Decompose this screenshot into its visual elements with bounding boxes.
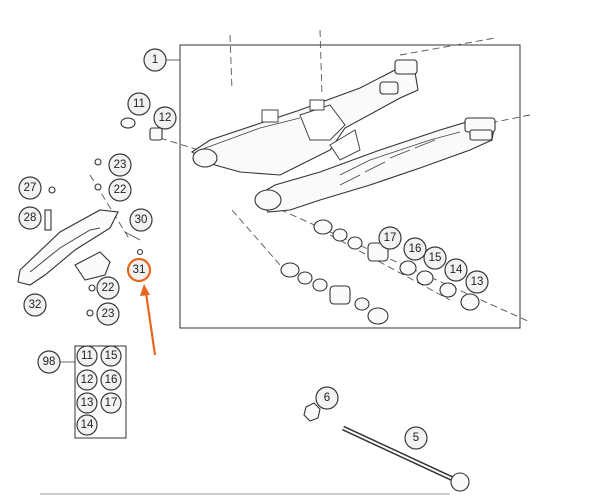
svg-text:17: 17 <box>384 232 397 244</box>
callout-30: 30 <box>129 208 153 232</box>
svg-text:22: 22 <box>114 184 127 196</box>
svg-text:31: 31 <box>133 264 146 276</box>
svg-text:28: 28 <box>24 212 37 224</box>
kit-item-15: 15 <box>100 345 122 367</box>
callout-22-top: 22 <box>108 178 132 202</box>
callout-27: 27 <box>18 176 42 200</box>
svg-text:15: 15 <box>429 252 442 264</box>
svg-text:30: 30 <box>135 214 148 226</box>
svg-text:6: 6 <box>324 392 330 404</box>
svg-text:1: 1 <box>152 54 158 66</box>
svg-text:16: 16 <box>409 243 422 255</box>
svg-text:22: 22 <box>102 282 115 294</box>
swingarm-group-frame <box>179 44 521 329</box>
callout-17: 17 <box>378 226 402 250</box>
kit-item-12: 12 <box>76 369 98 391</box>
callout-23-bottom: 23 <box>96 302 120 326</box>
svg-text:11: 11 <box>81 350 93 362</box>
highlight-arrow <box>140 284 157 356</box>
svg-text:16: 16 <box>105 374 118 386</box>
svg-text:27: 27 <box>24 182 37 194</box>
svg-text:14: 14 <box>81 419 94 431</box>
svg-text:13: 13 <box>81 397 94 409</box>
svg-text:13: 13 <box>471 276 484 288</box>
lower-bearing-row <box>280 262 389 325</box>
callout-98: 98 <box>37 350 61 374</box>
svg-text:14: 14 <box>450 264 463 276</box>
svg-text:15: 15 <box>105 350 118 362</box>
callout-28: 28 <box>18 206 42 230</box>
kit-item-16: 16 <box>100 369 122 391</box>
callout-31-highlighted: 31 <box>126 257 152 283</box>
upper-bearing-row <box>313 219 480 311</box>
callout-13: 13 <box>465 270 489 294</box>
axle-and-nut <box>303 402 470 492</box>
svg-text:12: 12 <box>159 112 172 124</box>
callout-15: 15 <box>423 246 447 270</box>
callout-5: 5 <box>404 426 428 450</box>
callout-12: 12 <box>153 106 177 130</box>
callout-1: 1 <box>143 48 167 72</box>
swingarm <box>190 59 496 213</box>
washer-and-bushing <box>120 117 163 141</box>
svg-text:23: 23 <box>114 159 127 171</box>
kit-item-11: 11 <box>76 345 98 367</box>
kit-item-17: 17 <box>100 392 122 414</box>
svg-text:98: 98 <box>43 356 56 368</box>
svg-text:5: 5 <box>413 432 419 444</box>
svg-text:11: 11 <box>133 98 145 110</box>
svg-text:12: 12 <box>81 374 94 386</box>
chain-guide-parts <box>17 158 144 317</box>
kit-98-box: 98 11 15 12 16 13 17 14 <box>37 345 127 439</box>
callout-32: 32 <box>23 293 47 317</box>
svg-text:32: 32 <box>29 299 42 311</box>
kit-item-14: 14 <box>76 414 98 436</box>
callout-6: 6 <box>315 386 339 410</box>
svg-text:23: 23 <box>102 308 115 320</box>
kit-item-13: 13 <box>76 392 98 414</box>
callout-11: 11 <box>127 92 151 116</box>
callout-23-top: 23 <box>108 153 132 177</box>
callout-16: 16 <box>403 237 427 261</box>
svg-text:17: 17 <box>105 397 118 409</box>
callout-14: 14 <box>444 258 468 282</box>
callout-22-bottom: 22 <box>96 276 120 300</box>
